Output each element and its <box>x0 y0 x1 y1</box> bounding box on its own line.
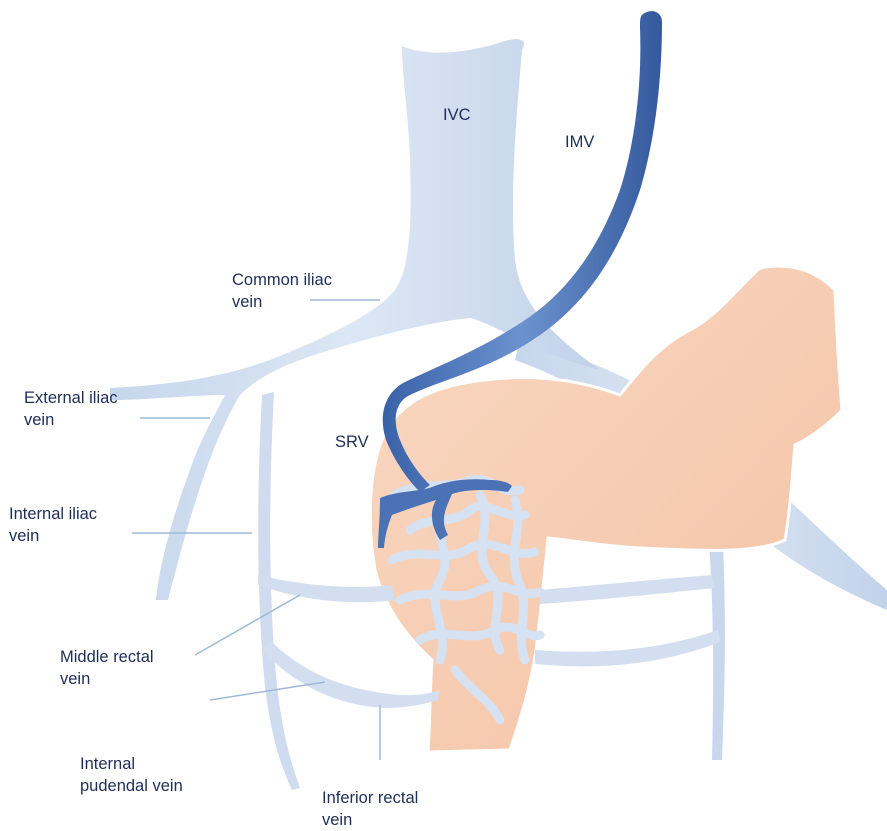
label-srv: SRV <box>335 431 369 453</box>
label-imv: IMV <box>565 131 594 153</box>
inferior-rectal-veins <box>262 640 440 708</box>
label-common-iliac-vein: Common iliac vein <box>232 269 332 313</box>
label-internal-iliac-vein: Internal iliac vein <box>9 503 97 547</box>
label-middle-rectal-vein: Middle rectal vein <box>60 646 154 690</box>
label-inferior-rectal-vein: Inferior rectal vein <box>322 787 418 831</box>
label-external-iliac-vein: External iliac vein <box>24 387 118 431</box>
label-internal-pudendal-vein: Internal pudendal vein <box>80 753 183 797</box>
label-ivc: IVC <box>443 104 471 126</box>
